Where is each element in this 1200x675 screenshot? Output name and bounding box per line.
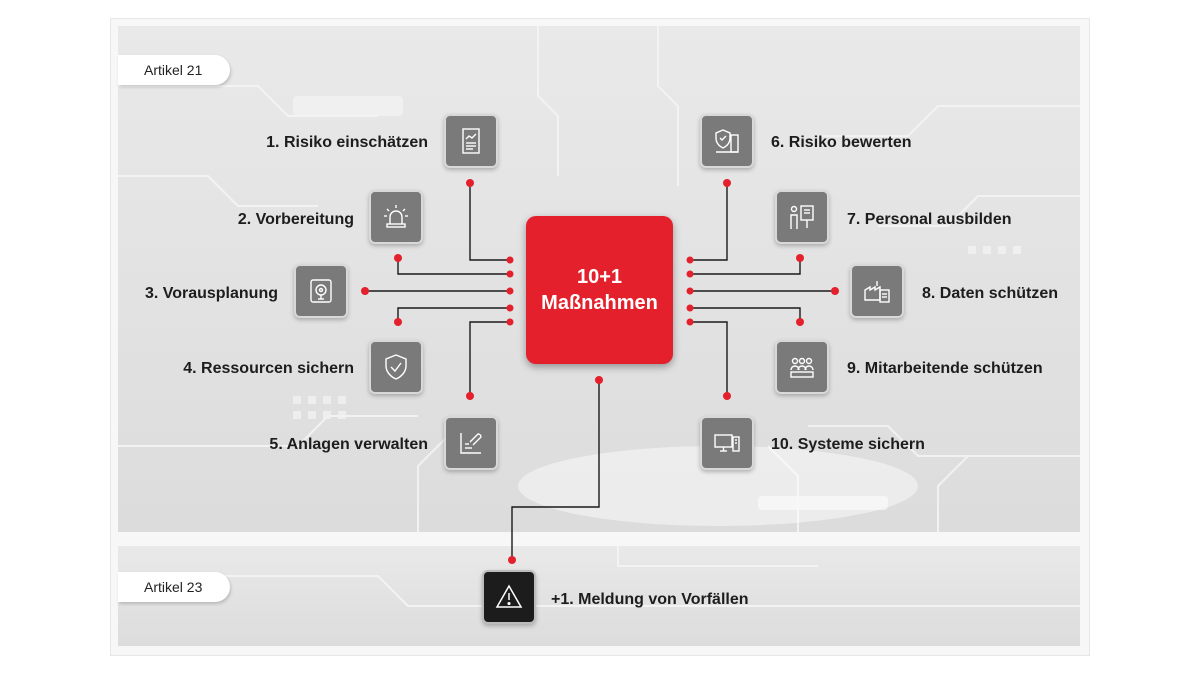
- incident-label: +1. Meldung von Vorfällen: [551, 591, 749, 608]
- article-21-tag: Artikel 21: [118, 55, 230, 85]
- safe-disk-icon: [294, 264, 348, 318]
- shield-check-icon: [369, 340, 423, 394]
- measure-3-label: 3. Vorausplanung: [144, 285, 278, 302]
- report-chart-icon: [444, 114, 498, 168]
- article-23-tag: Artikel 23: [118, 572, 230, 602]
- measure-8-label: 8. Daten schützen: [922, 285, 1059, 302]
- shield-building-icon: [700, 114, 754, 168]
- wrench-document-icon: [444, 416, 498, 470]
- measure-2-label: 2. Vorbereitung: [237, 211, 354, 228]
- alarm-siren-icon: [369, 190, 423, 244]
- computer-system-icon: [700, 416, 754, 470]
- article-23-panel: [118, 546, 1080, 646]
- measure-10-label: 10. Systeme sichern: [771, 436, 925, 453]
- factory-data-icon: [850, 264, 904, 318]
- measure-9-label: 9. Mitarbeitende schützen: [847, 360, 1043, 377]
- center-measures-chip: 10+1 Maßnahmen: [526, 216, 673, 364]
- warning-triangle-icon: [482, 570, 536, 624]
- measure-4-label: 4. Ressourcen sichern: [183, 360, 354, 377]
- center-title: Maßnahmen: [541, 292, 658, 314]
- team-people-icon: [775, 340, 829, 394]
- presenter-board-icon: [775, 190, 829, 244]
- circuit-background: [118, 26, 1080, 532]
- measure-1-label: 1. Risiko einschätzen: [266, 134, 428, 151]
- circuit-background-lower: [118, 546, 1080, 607]
- center-count: 10+1: [576, 266, 623, 288]
- measure-5-label: 5. Anlagen verwalten: [269, 436, 428, 453]
- measure-6-label: 6. Risiko bewerten: [771, 134, 912, 151]
- measure-7-label: 7. Personal ausbilden: [847, 211, 1012, 228]
